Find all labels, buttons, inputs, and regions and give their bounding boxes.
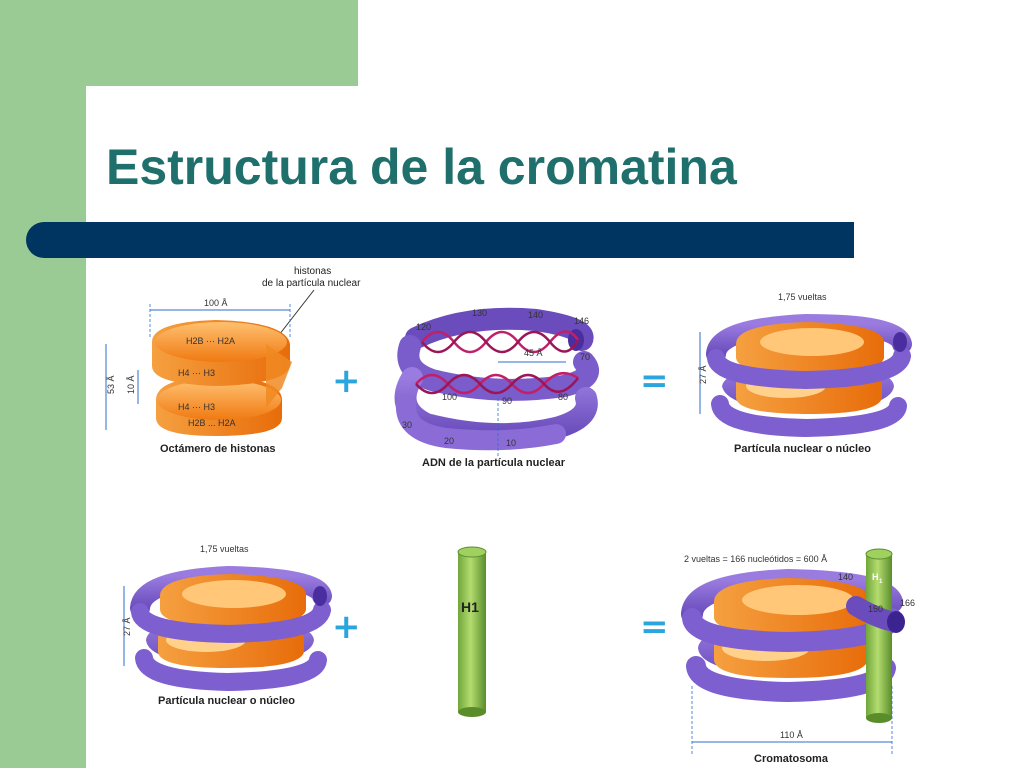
slide-title: Estructura de la cromatina [106, 139, 737, 195]
chromatosome-width-label: 110 Å [780, 730, 803, 740]
chromatosome-num-166: 166 [900, 598, 915, 608]
dna-num-70: 70 [580, 352, 590, 362]
equals-operator-1: = [640, 361, 669, 401]
octamer-pointer-label-1: histonas [294, 266, 331, 277]
dna-caption: ADN de la partícula nuclear [422, 457, 566, 469]
chromatin-figure: histonas de la partícula nuclear 100 Å 5… [86, 258, 1024, 768]
dna-num-80: 80 [558, 392, 568, 402]
chromatosome-turns: 2 vueltas = 166 nucleótidos = 600 Å [684, 554, 827, 564]
octamer-row-1: H2B ··· H2A [186, 336, 235, 346]
nucleosome-core-bottom: 1,75 vueltas 27 Å Partícula nuclear o nú… [122, 544, 332, 707]
chromatin-diagram: histonas de la partícula nuclear 100 Å 5… [105, 266, 915, 765]
title-underline-bar [26, 222, 854, 258]
histone-octamer: histonas de la partícula nuclear 100 Å 5… [105, 266, 361, 455]
nucleosome-top-height: 27 Å [698, 365, 708, 384]
dna-num-120: 120 [416, 322, 431, 332]
octamer-row-3: H4 ··· H3 [178, 402, 215, 412]
dna-num-100: 100 [442, 392, 457, 402]
chromatosome-h1-label: H [872, 572, 879, 582]
chromatosome-caption: Cromatosoma [754, 753, 829, 765]
dna-num-90: 90 [502, 396, 512, 406]
octamer-caption: Octámero de histonas [160, 443, 276, 455]
chromatosome: 2 vueltas = 166 nucleótidos = 600 Å 140 … [681, 548, 915, 765]
octamer-row-2: H4 ··· H3 [178, 368, 215, 378]
chromatosome-num-150: 150 [868, 604, 883, 614]
core-particle-dna: 120 130 140 146 70 45 Å 100 90 80 30 20 … [394, 307, 599, 469]
nucleosome-top-caption: Partícula nuclear o núcleo [734, 443, 871, 455]
dna-num-30: 30 [402, 420, 412, 430]
nucleosome-bottom-caption: Partícula nuclear o núcleo [158, 695, 295, 707]
chromatosome-h1-subscript: 1 [879, 579, 883, 585]
dna-num-130: 130 [472, 308, 487, 318]
nucleosome-top-turns: 1,75 vueltas [778, 292, 827, 302]
octamer-row-4: H2B ... H2A [188, 418, 236, 428]
h1-label: H1 [461, 599, 479, 615]
dna-num-45: 45 Å [524, 348, 543, 358]
plus-operator-2: + [332, 607, 361, 647]
side-panel [0, 0, 86, 768]
nucleosome-bottom-height: 27 Å [122, 617, 132, 636]
chromatosome-num-140: 140 [838, 572, 853, 582]
plus-operator-1: + [332, 361, 361, 401]
dna-num-20: 20 [444, 436, 454, 446]
dna-num-10: 10 [506, 438, 516, 448]
nucleosome-core-top: 1,75 vueltas 27 Å Partícula nuclear o nú… [698, 292, 912, 455]
octamer-width-label: 100 Å [204, 298, 228, 308]
dna-num-140: 140 [528, 310, 543, 320]
nucleosome-bottom-turns: 1,75 vueltas [200, 544, 249, 554]
equals-operator-2: = [640, 607, 669, 647]
octamer-height-label: 53 Å [106, 375, 116, 394]
dna-num-146: 146 [574, 316, 589, 326]
octamer-gap-label: 10 Å [126, 375, 136, 394]
histone-h1-rod: H1 [457, 546, 487, 717]
side-top-band [86, 0, 358, 86]
octamer-pointer-label-2: de la partícula nuclear [262, 278, 361, 289]
